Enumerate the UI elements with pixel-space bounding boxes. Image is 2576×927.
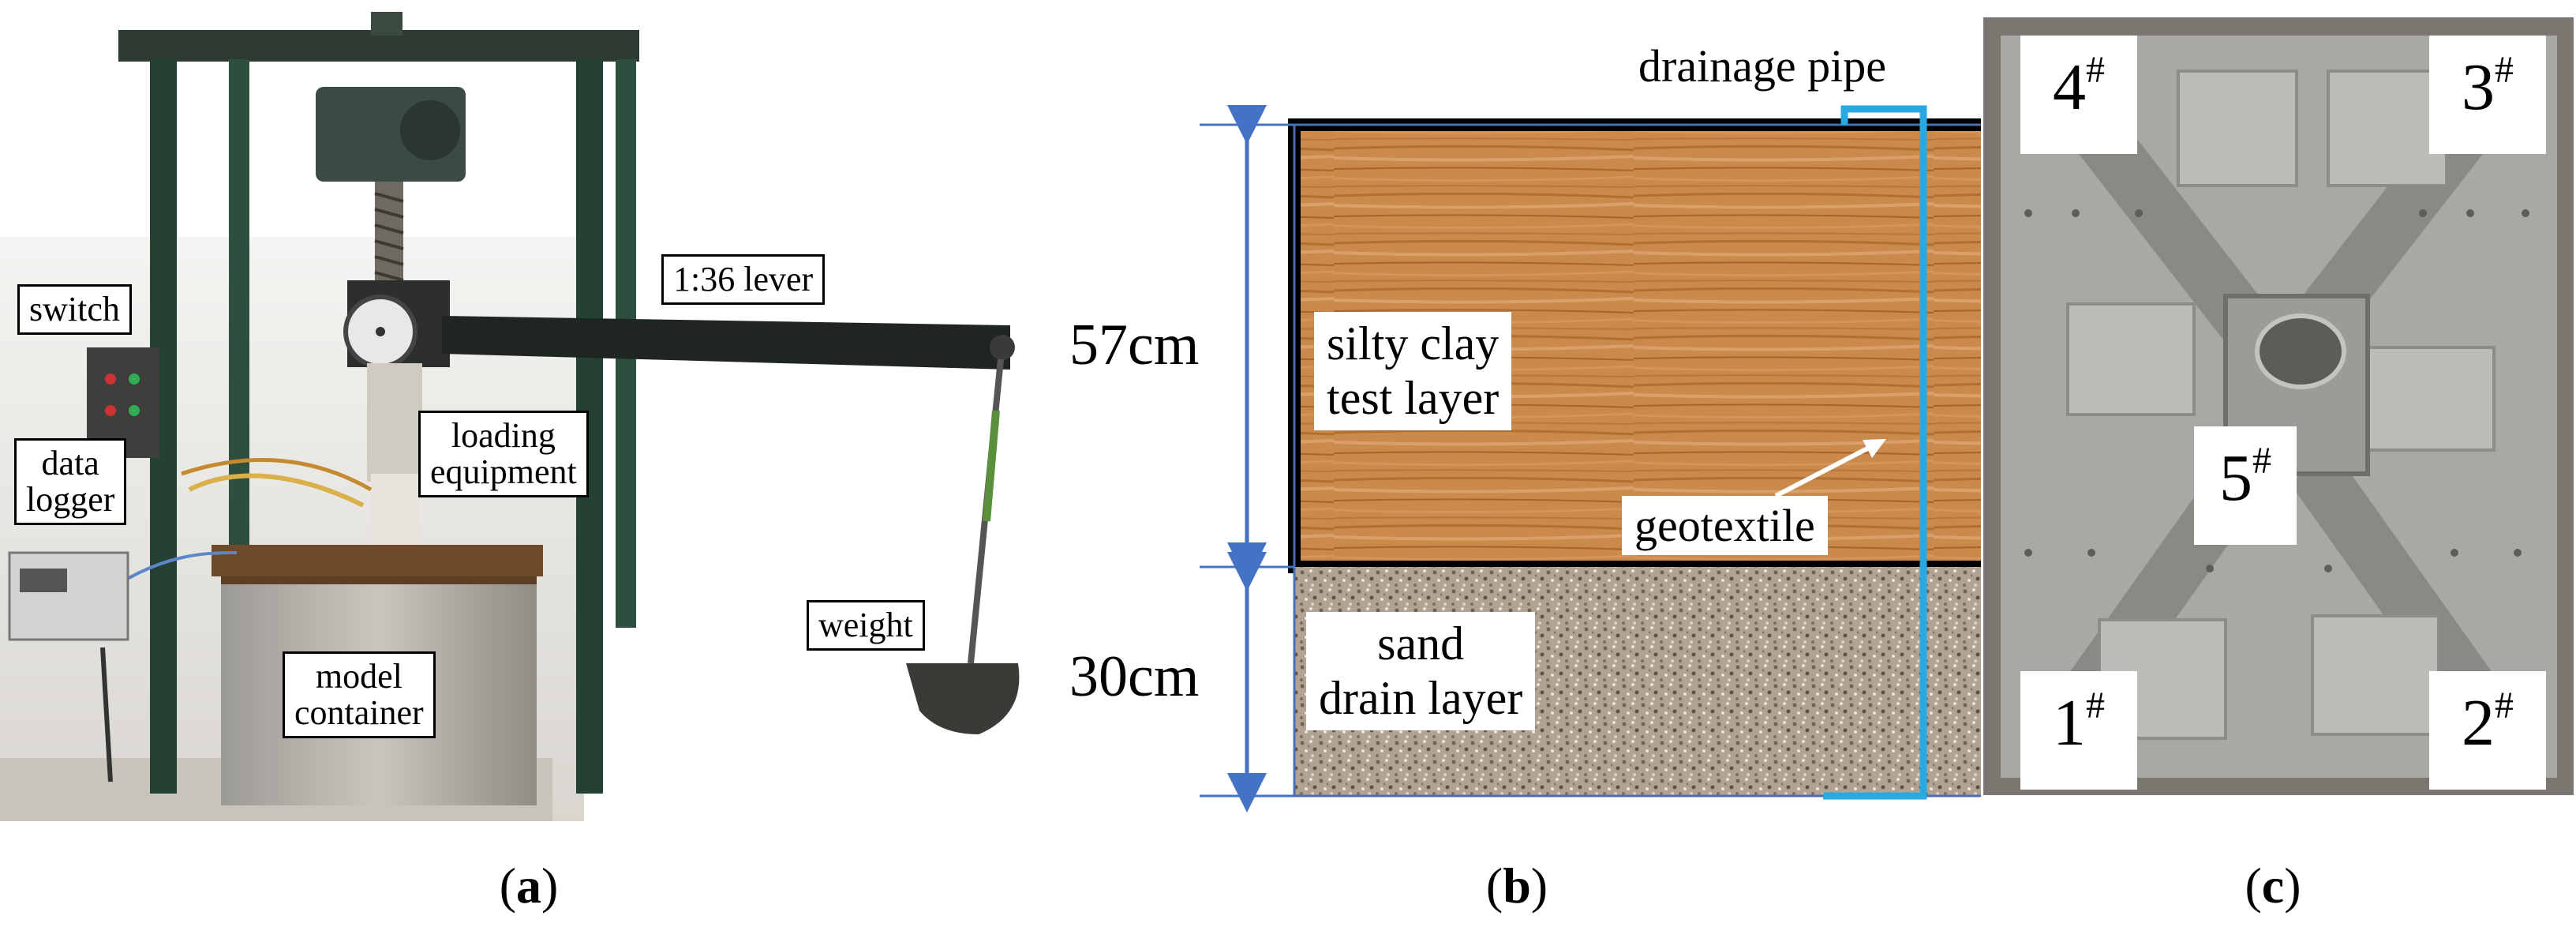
drain-plate-3 — [2327, 69, 2448, 187]
base-plate-photo — [1981, 0, 2576, 837]
label-dim-30: 30cm — [1069, 644, 1200, 709]
caption-b: (b) — [1485, 858, 1548, 914]
label-point-2: 2# — [2429, 671, 2546, 790]
drain-plate-side — [2366, 346, 2496, 452]
label-dim-57: 57cm — [1069, 313, 1200, 377]
loading-piston — [367, 363, 422, 482]
label-point-4: 4# — [2020, 36, 2137, 154]
label-silty-clay: silty clay test layer — [1314, 312, 1512, 430]
label-geotextile: geotextile — [1622, 496, 1828, 555]
drain-plate-2 — [2311, 614, 2440, 736]
data-logger-box — [8, 551, 129, 641]
label-lever: 1:36 lever — [661, 254, 826, 306]
geotextile-arrow — [1774, 445, 1872, 498]
label-model-container: model container — [283, 651, 436, 739]
label-point-3: 3# — [2429, 36, 2546, 154]
label-sand-drain: sand drain layer — [1306, 612, 1536, 730]
label-loading-equipment: loading equipment — [418, 411, 589, 498]
weight-plate — [906, 663, 1020, 734]
panel-a: switch data logger 1:36 lever loading eq… — [0, 0, 1034, 837]
label-data-logger: data logger — [14, 438, 127, 526]
drain-plate-4 — [2177, 69, 2298, 187]
panel-b: drainage pipe 57cm 30cm silty clay test … — [1034, 0, 2151, 837]
caption-a: (a) — [499, 858, 559, 914]
center-outlet — [2255, 313, 2346, 389]
label-switch: switch — [17, 284, 132, 336]
label-drainage-pipe: drainage pipe — [1638, 40, 1887, 92]
apparatus-photo — [0, 0, 1034, 837]
panel-c: 4# 3# 5# 1# 2# — [1981, 0, 2576, 837]
label-weight: weight — [807, 600, 925, 651]
caption-c: (c) — [2245, 858, 2301, 914]
label-point-5: 5# — [2194, 426, 2297, 545]
label-point-1: 1# — [2020, 671, 2137, 790]
drainage-pipe — [1823, 105, 1927, 800]
drain-plate-side — [2066, 302, 2196, 416]
lever-arm — [442, 316, 1010, 370]
